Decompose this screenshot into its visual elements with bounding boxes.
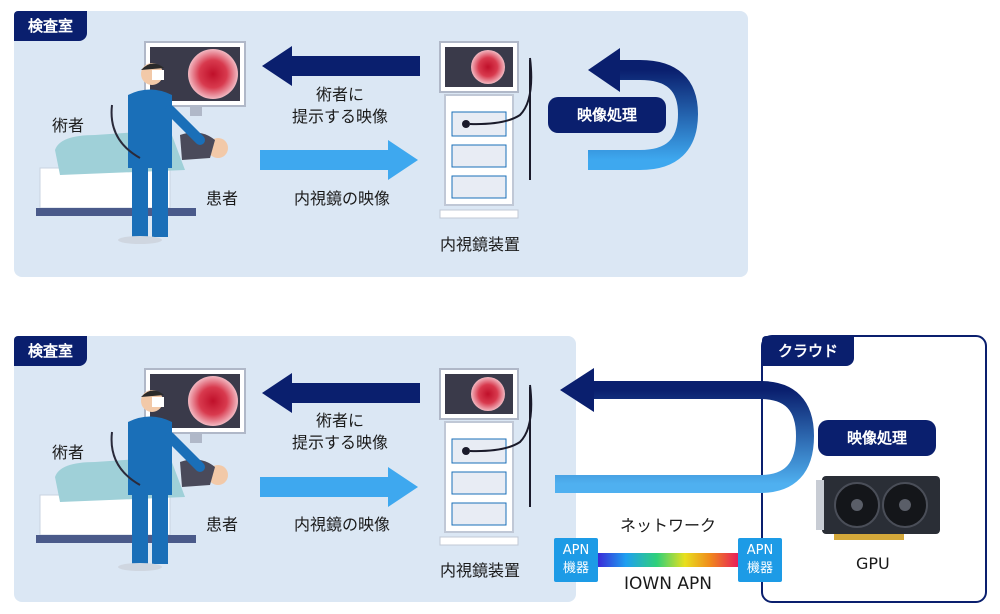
top-return-arrowhead <box>588 48 620 92</box>
apn-device-left: APN 機器 <box>554 538 598 582</box>
top-return-arrow <box>588 60 699 170</box>
apn-device-right: APN 機器 <box>738 538 782 582</box>
top-patient-label: 患者 <box>206 189 239 208</box>
apn-right-line1: APN <box>746 543 774 558</box>
bottom-present-line1: 術者に <box>315 411 364 430</box>
top-operator-label: 術者 <box>52 116 85 135</box>
apn-left-line2: 機器 <box>562 561 589 576</box>
top-processing-pill: 映像処理 <box>548 97 666 133</box>
top-device-label: 内視鏡装置 <box>439 235 520 254</box>
bottom-patient-label: 患者 <box>206 515 239 534</box>
bottom-return-arrowhead <box>560 368 594 412</box>
iown-apn-link <box>598 553 738 567</box>
cloud-tag: クラウド <box>762 336 855 366</box>
gpu-card <box>816 476 940 540</box>
bottom-device-label: 内視鏡装置 <box>439 561 520 580</box>
bottom-room-tag: 検査室 <box>14 336 88 366</box>
top-present-line2: 提示する映像 <box>291 107 388 126</box>
apn-left-line1: APN <box>562 543 590 558</box>
iown-apn-label: IOWN APN <box>624 574 712 594</box>
apn-right-line2: 機器 <box>746 561 773 576</box>
bottom-operator-label: 術者 <box>52 443 85 462</box>
bottom-endo-video-label: 内視鏡の映像 <box>293 515 390 534</box>
top-present-line1: 術者に <box>315 85 364 104</box>
top-present-label: 術者に 提示する映像 <box>278 84 402 128</box>
top-room-tag: 検査室 <box>14 11 88 41</box>
cloud-panel <box>761 335 987 603</box>
bottom-present-label: 術者に 提示する映像 <box>278 410 402 454</box>
cloud-processing-pill: 映像処理 <box>818 420 936 456</box>
bottom-return-arrow <box>555 381 815 493</box>
network-label: ネットワーク <box>619 516 716 535</box>
bottom-present-line2: 提示する映像 <box>291 433 388 452</box>
top-endo-video-label: 内視鏡の映像 <box>293 189 390 208</box>
gpu-label: GPU <box>856 554 890 573</box>
